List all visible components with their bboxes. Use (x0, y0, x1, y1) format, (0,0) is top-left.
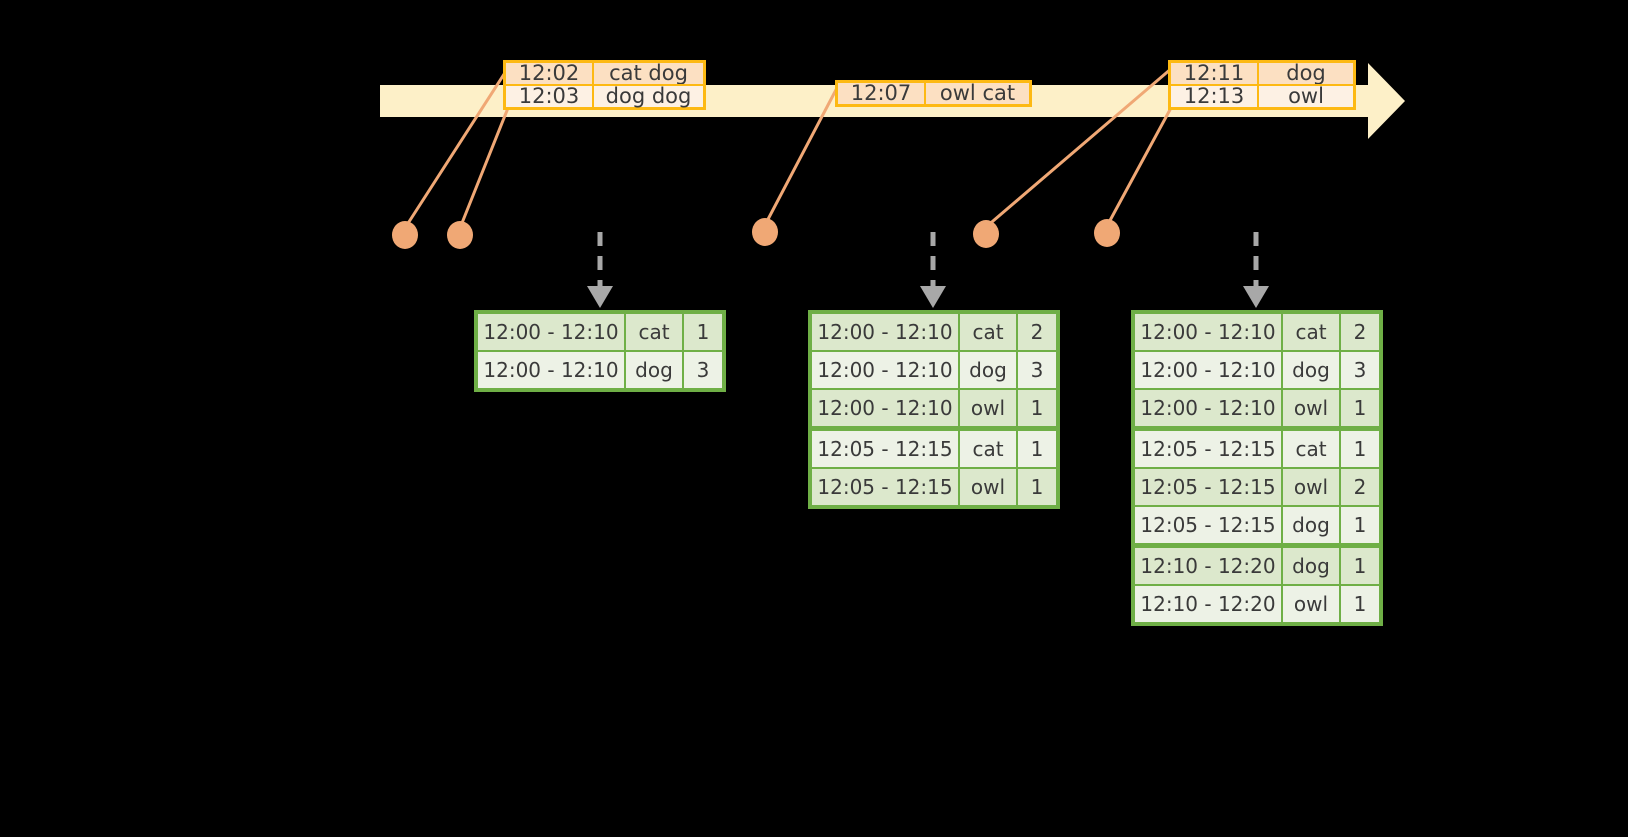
window-cell: 12:00 - 12:10 (1135, 314, 1281, 350)
key-cell: cat (626, 314, 682, 350)
arrowhead-icon (920, 286, 946, 308)
key-cell: dog (960, 352, 1016, 388)
connector-1 (403, 66, 510, 230)
window-cell: 12:05 - 12:15 (1135, 431, 1281, 467)
event-time: 12:03 (506, 86, 592, 107)
key-cell: cat (960, 314, 1016, 350)
event-value: owl (1257, 86, 1353, 107)
key-cell: cat (960, 431, 1016, 467)
count-cell: 3 (684, 352, 722, 388)
key-cell: cat (1283, 314, 1339, 350)
window-cell: 12:00 - 12:10 (1135, 352, 1281, 388)
window-cell: 12:05 - 12:15 (812, 431, 958, 467)
window-cell: 12:05 - 12:15 (1135, 469, 1281, 505)
event-value: dog dog (592, 86, 703, 107)
count-cell: 2 (1018, 314, 1056, 350)
window-cell: 12:10 - 12:20 (1135, 586, 1281, 622)
count-cell: 3 (1341, 352, 1379, 388)
dashed-arrow-2 (920, 232, 946, 308)
event-dot-4 (973, 220, 999, 248)
window-cell: 12:00 - 12:10 (812, 352, 958, 388)
event-time: 12:02 (506, 63, 592, 84)
event-value: dog (1257, 63, 1353, 84)
event-row: 12:11 dog (1171, 63, 1353, 84)
event-dot-3 (752, 218, 778, 246)
count-cell: 1 (1341, 548, 1379, 584)
event-dot-1 (392, 221, 418, 249)
event-row: 12:03 dog dog (506, 84, 703, 107)
event-row: 12:07 owl cat (838, 83, 1029, 104)
dashed-arrows (587, 232, 1269, 308)
count-cell: 1 (1341, 507, 1379, 543)
key-cell: dog (1283, 352, 1339, 388)
key-cell: owl (960, 390, 1016, 426)
dashed-arrow-1 (587, 232, 613, 308)
window-cell: 12:05 - 12:15 (1135, 507, 1281, 543)
window-cell: 12:10 - 12:20 (1135, 548, 1281, 584)
count-cell: 1 (1341, 390, 1379, 426)
event-dot-5 (1094, 219, 1120, 247)
window-cell: 12:00 - 12:10 (812, 314, 958, 350)
key-cell: owl (1283, 586, 1339, 622)
event-time: 12:13 (1171, 86, 1257, 107)
count-cell: 2 (1341, 469, 1379, 505)
event-box-3: 12:11 dog 12:13 owl (1168, 60, 1356, 110)
count-cell: 1 (1018, 469, 1056, 505)
window-cell: 12:00 - 12:10 (1135, 390, 1281, 426)
window-cell: 12:00 - 12:10 (812, 390, 958, 426)
event-row: 12:02 cat dog (506, 63, 703, 84)
arrowhead-icon (1243, 286, 1269, 308)
key-cell: owl (960, 469, 1016, 505)
key-cell: owl (1283, 469, 1339, 505)
count-cell: 2 (1341, 314, 1379, 350)
count-cell: 1 (684, 314, 722, 350)
dashed-arrow-3 (1243, 232, 1269, 308)
count-cell: 3 (1018, 352, 1056, 388)
key-cell: cat (1283, 431, 1339, 467)
key-cell: dog (1283, 507, 1339, 543)
event-time: 12:07 (838, 83, 924, 104)
count-cell: 1 (1018, 390, 1056, 426)
count-cell: 1 (1341, 431, 1379, 467)
count-cell: 1 (1341, 586, 1379, 622)
event-value: owl cat (924, 83, 1029, 104)
arrowhead-icon (587, 286, 613, 308)
connector-3 (763, 84, 840, 227)
key-cell: owl (1283, 390, 1339, 426)
event-value: cat dog (592, 63, 703, 84)
window-cell: 12:00 - 12:10 (478, 352, 624, 388)
event-row: 12:13 owl (1171, 84, 1353, 107)
count-cell: 1 (1018, 431, 1056, 467)
event-box-2: 12:07 owl cat (835, 80, 1032, 107)
event-time: 12:11 (1171, 63, 1257, 84)
key-cell: dog (1283, 548, 1339, 584)
window-cell: 12:05 - 12:15 (812, 469, 958, 505)
connector-2 (458, 106, 510, 230)
event-dot-2 (447, 221, 473, 249)
event-box-1: 12:02 cat dog 12:03 dog dog (503, 60, 706, 110)
window-cell: 12:00 - 12:10 (478, 314, 624, 350)
connector-5 (1105, 104, 1174, 228)
key-cell: dog (626, 352, 682, 388)
